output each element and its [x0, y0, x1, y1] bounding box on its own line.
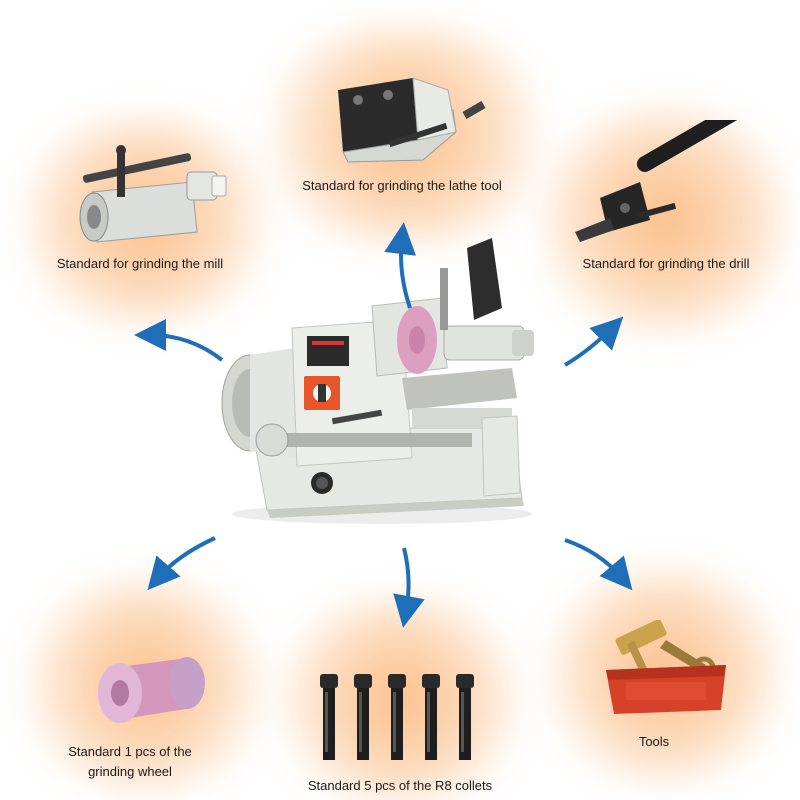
lathe-tool-label: Standard for grinding the lathe tool [302, 178, 502, 193]
r8-collet-icon [388, 674, 406, 760]
grinding-wheel-label-2: grinding wheel [88, 764, 172, 779]
lathe-tool-holder-icon [328, 70, 498, 165]
r8-collets-group [316, 668, 486, 768]
r8-collet-icon [320, 674, 338, 760]
drill-attachment-icon [570, 120, 755, 250]
tool-grinder-machine-icon [212, 228, 552, 528]
collets-label: Standard 5 pcs of the R8 collets [307, 778, 493, 793]
arrow-to-lathe-tool [384, 222, 417, 309]
r8-collet-icon [456, 674, 474, 760]
arrow-to-drill [563, 316, 624, 367]
mill-label: Standard for grinding the mill [56, 256, 224, 271]
arrow-to-tools [564, 538, 633, 591]
drill-label: Standard for grinding the drill [582, 256, 750, 271]
r8-collet-icon [354, 674, 372, 760]
arrow-to-mill [134, 319, 224, 362]
grinding-wheel-icon [92, 628, 212, 728]
arrow-to-collets [393, 547, 425, 628]
arrow-to-grinding-wheel [147, 536, 216, 591]
mill-attachment-icon [72, 142, 232, 247]
r8-collet-icon [422, 674, 440, 760]
tools-label: Tools [638, 734, 670, 749]
grinding-wheel-label-1: Standard 1 pcs of the [68, 744, 192, 759]
toolbox-icon [596, 620, 736, 715]
